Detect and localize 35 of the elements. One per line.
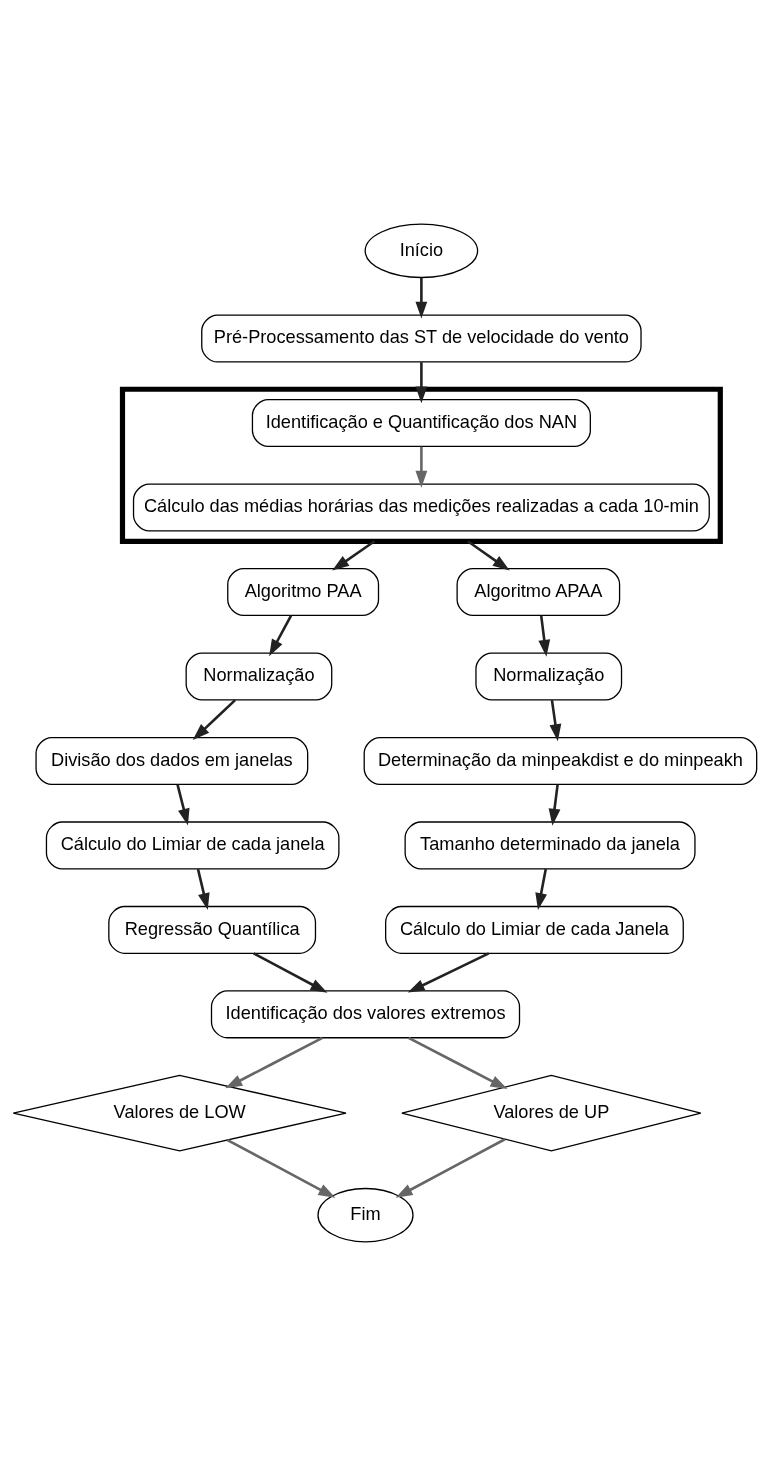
node-box: Determinação da minpeakdist e do minpeakh <box>363 736 758 785</box>
node-box: Regressão Quantílica <box>108 905 317 954</box>
node-box: Cálculo do Limiar de cada Janela <box>385 905 684 954</box>
arrow <box>196 868 210 911</box>
arrow <box>467 540 510 571</box>
arrow <box>192 699 237 740</box>
arrow <box>407 952 490 993</box>
node-box: Normalização <box>185 652 333 701</box>
arrow <box>549 699 562 742</box>
node-box: Cálculo das médias horárias das medições realizadas a cada 10-min <box>132 483 710 532</box>
node-ellipse: Início <box>364 223 479 279</box>
node-box: Algoritmo APAA <box>456 567 621 617</box>
arrow <box>415 277 428 319</box>
arrow <box>332 540 376 571</box>
node-box: Normalização <box>475 652 623 701</box>
node-box: Algoritmo PAA <box>227 567 380 617</box>
arrow <box>176 784 190 826</box>
node-box: Identificação dos valores extremos <box>210 990 521 1039</box>
node-box: Identificação e Quantificação dos NAN <box>251 399 591 448</box>
arrow <box>415 362 428 404</box>
node-box: Cálculo do Limiar de cada janela <box>45 821 340 870</box>
node-box: Pré-Processamento das ST de velocidade do vento <box>201 314 642 363</box>
node-box: Divisão dos dados em janelas <box>35 736 309 785</box>
arrow <box>225 1036 323 1089</box>
arrow <box>408 1036 508 1090</box>
arrow <box>415 446 428 488</box>
node-box: Tamanho determinado da janela <box>404 821 696 870</box>
arrow <box>548 784 561 826</box>
arrow <box>253 952 328 993</box>
arrow <box>395 1138 506 1198</box>
arrow <box>226 1138 336 1198</box>
arrow <box>538 615 551 657</box>
node-ellipse: Fim <box>317 1187 414 1243</box>
arrow <box>269 615 293 657</box>
arrow <box>535 868 548 911</box>
